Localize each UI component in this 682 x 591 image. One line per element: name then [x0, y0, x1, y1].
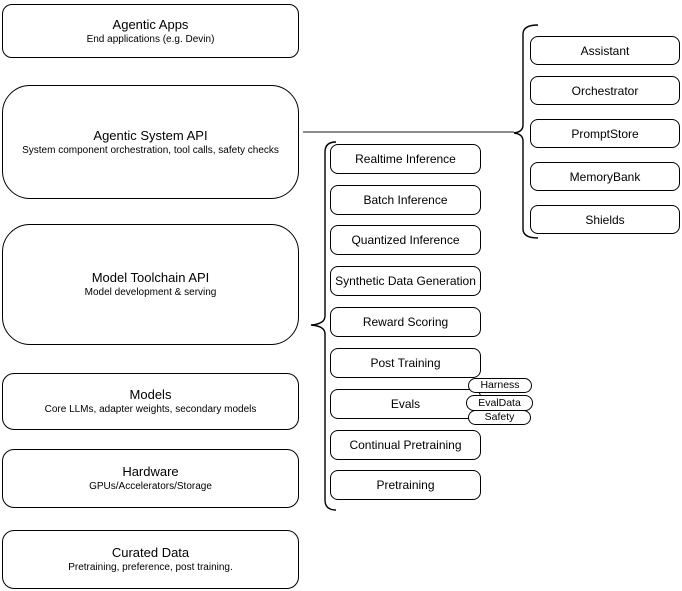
node-title: Curated Data: [111, 545, 190, 560]
node-subtitle: Core LLMs, adapter weights, secondary mo…: [44, 404, 257, 415]
node-subtitle: Model development & serving: [84, 287, 217, 298]
node-realtime-inference: Realtime Inference: [330, 144, 481, 174]
node-hardware: Hardware GPUs/Accelerators/Storage: [2, 449, 299, 508]
node-model-toolchain-api: Model Toolchain API Model development & …: [2, 224, 299, 345]
node-title: Agentic System API: [93, 127, 208, 143]
node-agentic-system-api: Agentic System API System component orch…: [2, 85, 299, 199]
node-curated-data: Curated Data Pretraining, preference, po…: [2, 530, 299, 589]
node-batch-inference: Batch Inference: [330, 185, 481, 215]
node-evals: Evals: [330, 389, 481, 419]
node-assistant: Assistant: [530, 36, 680, 65]
node-title: Hardware: [122, 464, 179, 479]
node-title: Model Toolchain API: [91, 270, 210, 285]
node-post-training: Post Training: [330, 348, 481, 378]
node-subtitle: End applications (e.g. Devin): [86, 33, 215, 45]
node-shields: Shields: [530, 205, 680, 234]
node-agentic-apps: Agentic Apps End applications (e.g. Devi…: [2, 4, 299, 58]
node-models: Models Core LLMs, adapter weights, secon…: [2, 373, 299, 430]
node-subtitle: System component orchestration, tool cal…: [22, 144, 279, 156]
node-synthetic-data-generation: Synthetic Data Generation: [330, 266, 481, 296]
node-quantized-inference: Quantized Inference: [330, 225, 481, 255]
eval-tag-safety: Safety: [468, 410, 531, 425]
node-subtitle: GPUs/Accelerators/Storage: [89, 481, 212, 492]
node-title: Models: [129, 387, 172, 402]
node-subtitle: Pretraining, preference, post training.: [68, 562, 233, 573]
node-title: Agentic Apps: [112, 16, 189, 32]
node-pretraining: Pretraining: [330, 470, 481, 500]
eval-tag-harness: Harness: [468, 378, 532, 393]
node-continual-pretraining: Continual Pretraining: [330, 430, 481, 460]
node-promptstore: PromptStore: [530, 119, 680, 148]
node-orchestrator: Orchestrator: [530, 76, 680, 105]
eval-tag-evaldata: EvalData: [466, 395, 533, 411]
node-memorybank: MemoryBank: [530, 162, 680, 191]
node-reward-scoring: Reward Scoring: [330, 307, 481, 337]
